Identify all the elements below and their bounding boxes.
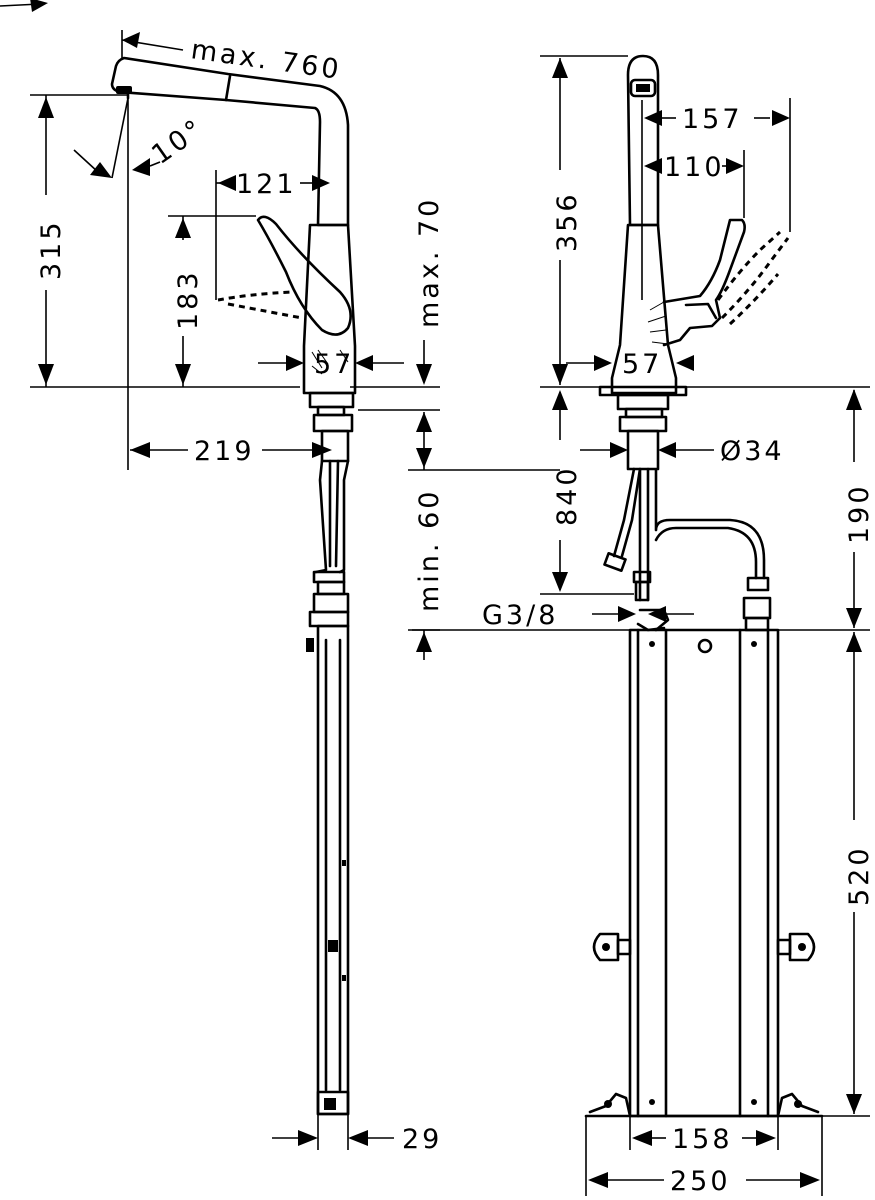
dim-356: 356 (540, 55, 628, 388)
label-219: 219 (194, 436, 255, 467)
label-250: 250 (670, 1166, 731, 1197)
dim-121: 121 (215, 169, 330, 300)
dim-57-front: 57 (566, 349, 694, 380)
dim-190: 190 (686, 386, 875, 631)
label-520: 520 (844, 845, 875, 906)
label-min-60: min. 60 (414, 489, 445, 612)
dim-10-degree: 10° (73, 97, 211, 179)
dim-157: 157 (641, 98, 791, 300)
label-g3-8: G3/8 (482, 600, 558, 631)
dim-315: 315 (30, 94, 300, 388)
label-158: 158 (672, 1124, 733, 1155)
label-157: 157 (682, 104, 743, 135)
label-110: 110 (664, 152, 725, 183)
dim-g3-8: G3/8 (412, 600, 694, 631)
faucet-spout (110, 56, 350, 227)
label-315: 315 (36, 219, 67, 280)
dim-219: 219 (130, 436, 332, 467)
dim-57-side: 57 (258, 349, 404, 380)
dim-840: 840 (540, 390, 634, 595)
side-mounting (306, 391, 355, 1116)
label-10-degree: 10° (146, 113, 210, 171)
label-840: 840 (552, 465, 583, 526)
label-183: 183 (173, 269, 204, 330)
left-clip-icon (592, 932, 632, 962)
label-121: 121 (236, 169, 297, 200)
dim-250: 250 (585, 1116, 823, 1197)
dim-183: 183 (168, 215, 256, 387)
label-356: 356 (552, 191, 583, 252)
dim-diameter-34: Ø34 (580, 436, 785, 467)
front-body (610, 218, 790, 395)
label-max-70: max. 70 (414, 197, 445, 328)
label-29: 29 (402, 1124, 442, 1155)
label-diameter-34: Ø34 (720, 436, 785, 467)
label-57-side: 57 (314, 349, 354, 380)
right-clip-icon (776, 932, 816, 962)
dim-max-70: max. 70 (350, 197, 445, 388)
corner-arrow-icon (0, 0, 48, 12)
base-hatch (311, 349, 349, 375)
dim-29: 29 (272, 1114, 442, 1155)
side-view: max. 760 10° 315 (0, 0, 560, 1155)
dim-158: 158 (629, 1116, 779, 1155)
dim-110: 110 (644, 150, 745, 218)
front-spout (626, 54, 660, 227)
front-base-hatch (647, 301, 669, 345)
front-mounting (598, 385, 772, 632)
under-sink-box (584, 628, 824, 1118)
label-57-front: 57 (622, 349, 662, 380)
label-190: 190 (844, 483, 875, 544)
front-view: 356 157 110 57 (412, 54, 875, 1197)
dim-max-760: max. 760 (121, 30, 343, 86)
dim-520: 520 (822, 632, 875, 1117)
